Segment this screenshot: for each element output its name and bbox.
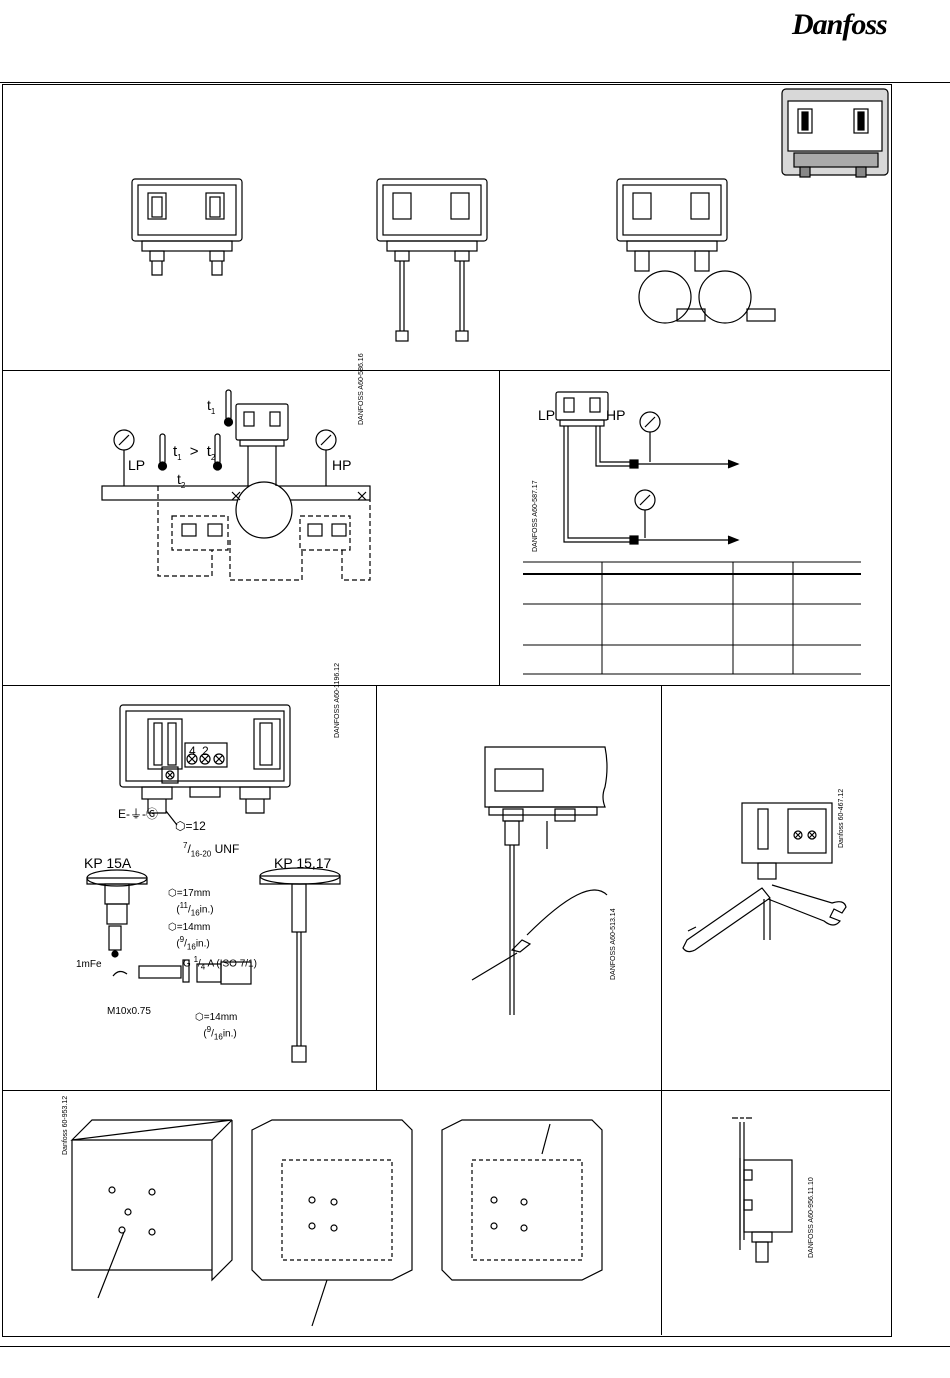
drawing-code: Danfoss 60-467.12: [838, 788, 845, 848]
label-temp-compare: t1 > t2: [173, 443, 216, 462]
content-frame: [2, 84, 892, 1337]
hex14b-label: ⬡=14mm (9/16in.): [195, 1012, 238, 1042]
drawing-code: DANFOSS A60-1196.12: [334, 663, 341, 738]
pressure-switch-flare: [131, 178, 243, 276]
drawing-code: DANFOSS A60-586.16: [358, 353, 365, 425]
label-lp: LP: [128, 457, 146, 473]
earth-icon: ⏚: [130, 807, 143, 821]
col-divider-row3b: [661, 685, 662, 1090]
drawing-code: DANFOSS A60-587.17: [532, 480, 539, 552]
danfoss-logo: Danfoss: [792, 8, 888, 41]
pressure-table: [523, 561, 861, 675]
kp1517-capillary: [259, 867, 341, 1063]
row-divider-2: [2, 685, 890, 686]
thermometer-icon: [157, 433, 168, 471]
enclosure-back: [70, 1119, 233, 1282]
panel8-wallmount-illustration: [732, 1117, 793, 1263]
hexagon-icon: ⬡: [175, 819, 186, 833]
panel2-installation-diagram: [101, 389, 371, 581]
pressure-switch-capillary: [376, 178, 488, 342]
col-divider-row2: [499, 370, 500, 685]
panel7-mounting-illustration: [70, 1119, 603, 1327]
thermometer-icon: [223, 389, 234, 427]
label-t1: t1: [207, 397, 216, 416]
gauge-lp-icon: [113, 429, 135, 486]
col-divider-row3a: [376, 685, 377, 1090]
pressure-switch-photo: [781, 88, 889, 178]
g-thread-label: G 1/4 A (ISO 7/1): [183, 955, 257, 972]
unf-label: 7/16-20 UNF: [183, 841, 240, 859]
panel4-wiring-diagram: [86, 704, 341, 1063]
footer-rule: [0, 1346, 950, 1347]
kp15a-title: KP 15A: [84, 855, 132, 871]
label-hp: HP: [606, 407, 626, 423]
enclosure-cover: [441, 1119, 603, 1281]
terminal-screw-icon: [213, 753, 225, 765]
hex12-label: ⬡=12: [175, 819, 206, 833]
gauge-icon: [634, 489, 656, 538]
fe-label: 1mFe: [76, 959, 102, 970]
thermometer-icon: [212, 433, 223, 471]
panel5-brazing-illustration: [471, 746, 608, 1015]
gauge-hp-icon: [315, 429, 337, 486]
terminal-screw-icon: [165, 770, 175, 780]
kp1517-title: KP 15,17: [274, 855, 332, 871]
row-divider-1: [2, 370, 890, 371]
hex14a-label: ⬡=14mm (9/16in.): [168, 922, 211, 952]
terminal-4: 4: [189, 744, 196, 758]
pressure-switch: [235, 403, 289, 486]
hexagon-icon: ⬡: [168, 888, 177, 899]
drawing-code: Danfoss 60-953.12: [62, 1095, 69, 1155]
label-lp: LP: [538, 407, 556, 423]
panel1-illustrations: [131, 88, 889, 342]
earth-label: E-⏚-Ⓖ: [118, 807, 159, 821]
drawing-code: DANFOSS A60-956.11.10: [808, 1177, 815, 1258]
pressure-switch-coiled: [616, 178, 776, 324]
header-rule: [0, 82, 950, 83]
terminal-2: 2: [202, 744, 209, 758]
panel6-wrench-illustration: [682, 802, 847, 953]
hexagon-icon: ⬡: [168, 922, 177, 933]
terminal-screw-icon: [186, 753, 198, 765]
panel3-test-diagram: [555, 391, 740, 545]
ground-icon: Ⓖ: [146, 807, 159, 821]
terminal-screw-icon: [199, 753, 211, 765]
col-divider-row4: [661, 1090, 662, 1335]
label-hp: HP: [332, 457, 352, 473]
drawing-code: DANFOSS A60-513.14: [610, 908, 617, 980]
terminal-screw-icon: [793, 830, 803, 840]
hex17-label: ⬡=17mm (11/16in.): [168, 888, 214, 918]
row-divider-3: [2, 1090, 890, 1091]
pressure-switch: [555, 391, 609, 427]
gauge-icon: [639, 411, 661, 462]
label-t2: t2: [177, 471, 186, 490]
terminal-screw-icon: [807, 830, 817, 840]
hexagon-icon: ⬡: [195, 1012, 204, 1023]
enclosure-panel: [251, 1119, 413, 1281]
kp15a-fitting: [86, 869, 252, 985]
m10-label: M10x0.75: [107, 1006, 151, 1017]
